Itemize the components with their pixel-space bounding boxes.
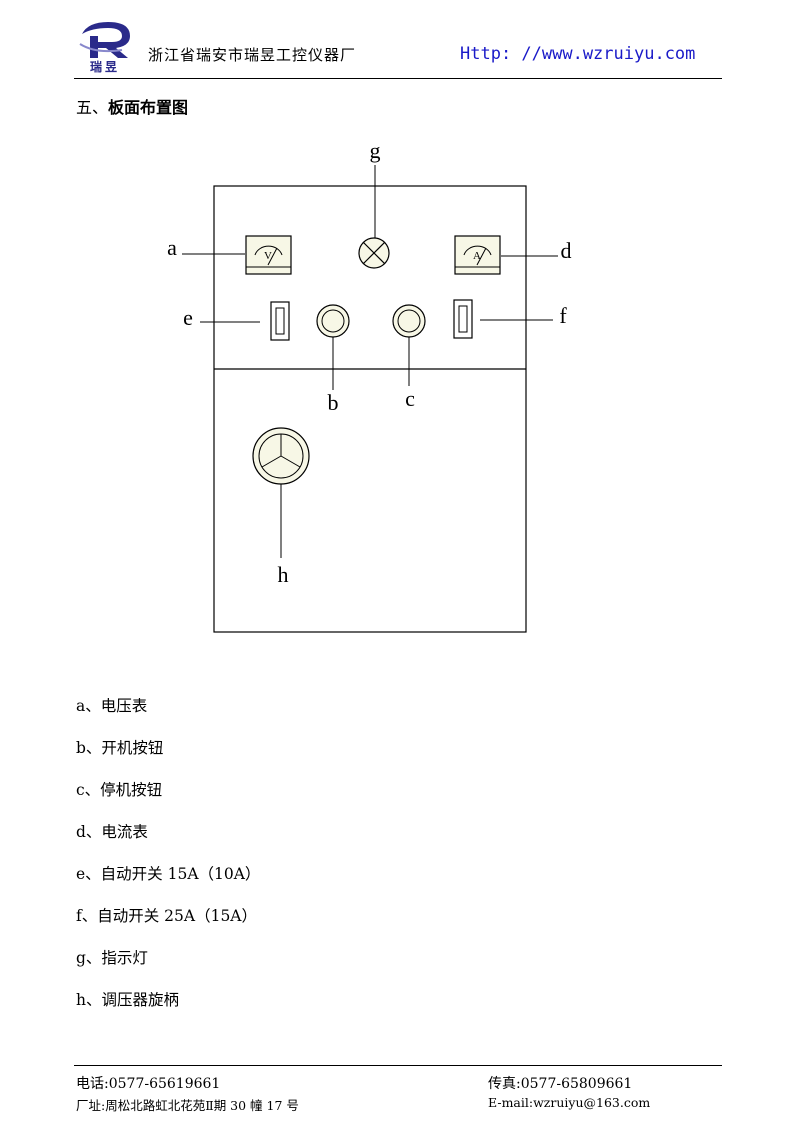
label-f: f bbox=[559, 303, 567, 328]
label-h: h bbox=[278, 562, 289, 587]
label-d: d bbox=[561, 238, 572, 263]
legend-item: b、开机按钮 bbox=[76, 739, 164, 757]
voltmeter-icon: V bbox=[245, 235, 292, 275]
legend-item: d、电流表 bbox=[76, 823, 148, 841]
indicator-lamp-icon bbox=[358, 237, 390, 269]
ammeter-symbol: A bbox=[473, 250, 481, 262]
label-c: c bbox=[405, 386, 415, 411]
regulator-knob-icon bbox=[252, 427, 310, 485]
logo-mark-icon bbox=[79, 22, 130, 58]
label-e: e bbox=[183, 305, 193, 330]
ammeter-icon: A bbox=[454, 235, 501, 275]
breaker-25a-icon bbox=[453, 299, 473, 339]
legend-item: a、电压表 bbox=[76, 697, 148, 715]
legend-list: a、电压表 b、开机按钮 c、停机按钮 d、电流表 e、自动开关 15A（10A… bbox=[76, 695, 260, 1031]
footer-divider bbox=[74, 1065, 722, 1066]
footer-email[interactable]: E-mail:wzruiyu@163.com bbox=[488, 1095, 651, 1110]
stop-button-icon bbox=[392, 304, 426, 338]
legend-item: g、指示灯 bbox=[76, 949, 148, 967]
logo-text: 瑞昱 bbox=[90, 60, 121, 74]
company-logo bbox=[78, 14, 138, 72]
section-title: 板面布置图 bbox=[108, 98, 189, 117]
section-heading: 五、板面布置图 bbox=[76, 94, 188, 118]
section-number: 五、 bbox=[76, 98, 109, 117]
footer-fax: 传真:0577-65809661 bbox=[488, 1076, 633, 1092]
legend-item: c、停机按钮 bbox=[76, 781, 163, 799]
label-b: b bbox=[328, 390, 339, 415]
legend-item: h、调压器旋柄 bbox=[76, 991, 179, 1009]
footer-address: 厂址:周松北路虹北花苑Ⅱ期 30 幢 17 号 bbox=[76, 1098, 299, 1113]
label-a: a bbox=[167, 235, 177, 260]
legend-item: e、自动开关 15A（10A） bbox=[76, 865, 261, 883]
legend-item: f、自动开关 25A（15A） bbox=[76, 907, 257, 925]
voltmeter-symbol: V bbox=[264, 250, 272, 262]
label-g: g bbox=[370, 138, 381, 163]
header-divider bbox=[74, 78, 722, 79]
panel-diagram: g a V d A e f b bbox=[167, 138, 572, 633]
company-name: 浙江省瑞安市瑞昱工控仪器厂 bbox=[148, 46, 357, 64]
website-link[interactable]: Http: //www.wzruiyu.com bbox=[460, 44, 696, 64]
start-button-icon bbox=[316, 304, 350, 338]
footer-phone: 电话:0577-65619661 bbox=[76, 1076, 221, 1092]
breaker-15a-icon bbox=[270, 301, 290, 341]
